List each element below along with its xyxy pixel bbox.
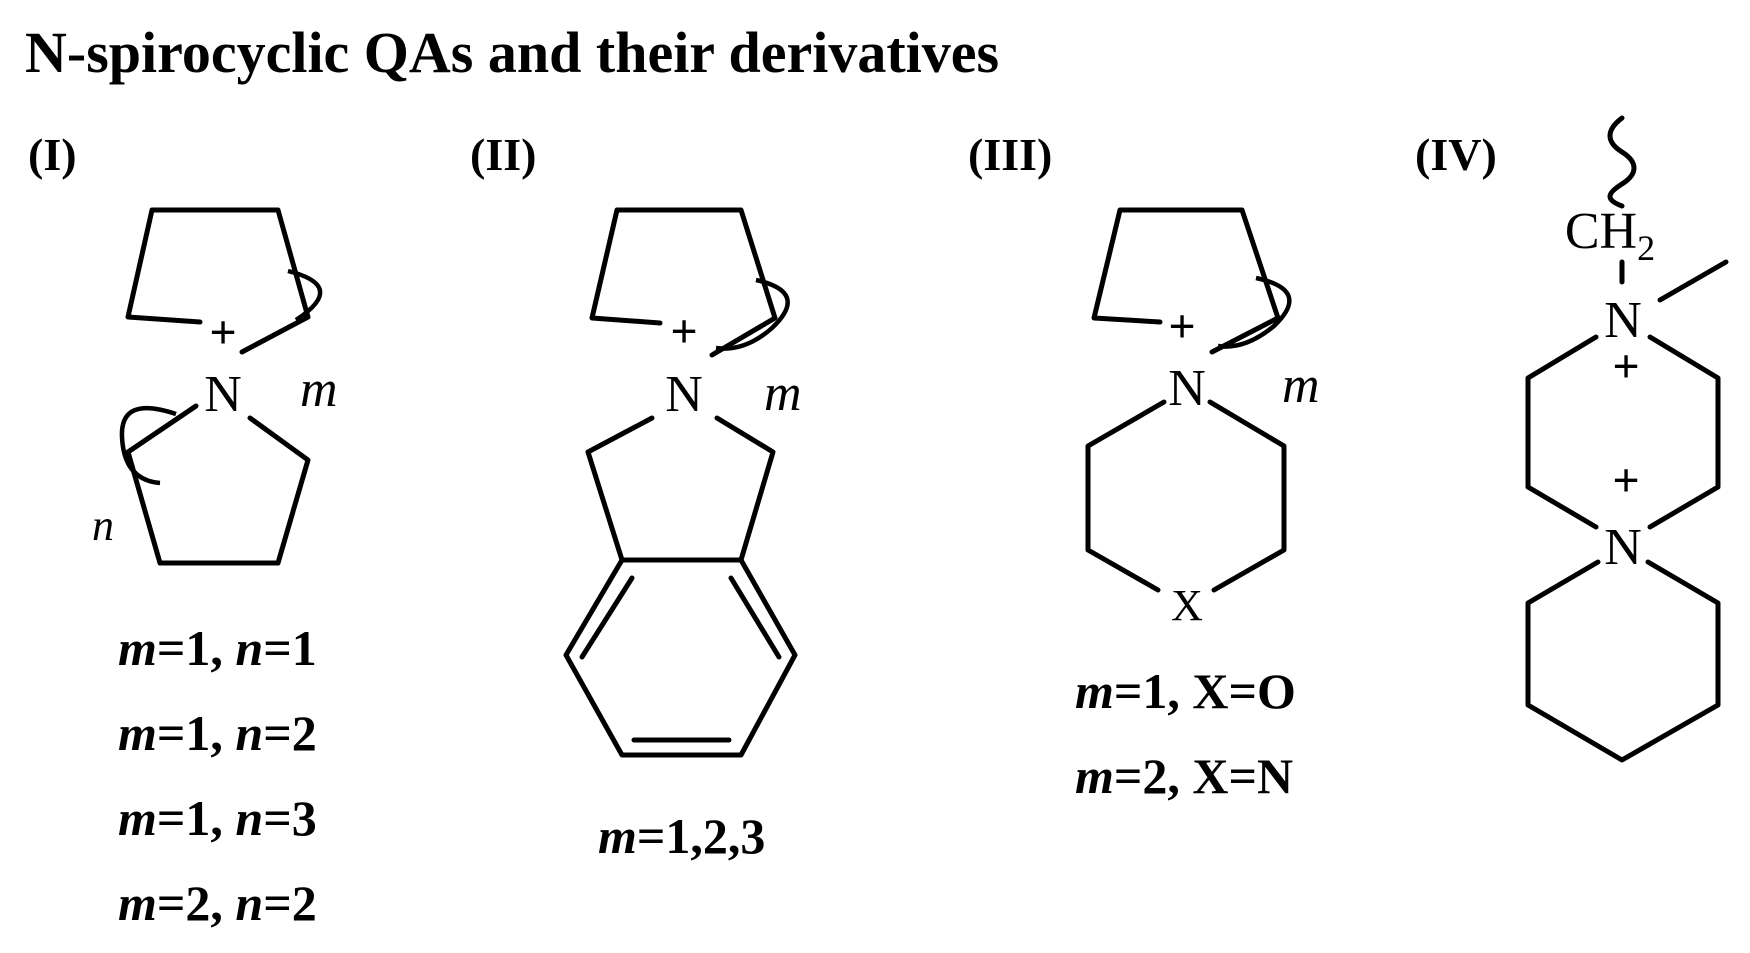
bracket-m-III [1217,275,1292,349]
charge-II: + [670,305,697,358]
ring-IV-bottom [1525,559,1721,763]
charge-I: + [209,306,236,359]
bracket-m-II [715,277,790,351]
condition-II: m=1,2,3 [598,808,765,864]
ring-III-bottom-left [1085,399,1167,593]
structure-I: (I) N + m n m=1, n=1 m=1, n=2 m=1, n=3 m… [28,129,338,931]
panel-label-I: (I) [28,129,77,180]
charge-III: + [1168,300,1195,353]
ring-IV-middle-right [1647,334,1721,530]
hetero-atom-X: X [1171,581,1203,630]
nitrogen-I: N [204,366,242,423]
ring-I-bottom [125,403,311,566]
methyl-bond [1657,259,1729,303]
nitrogen-II: N [665,366,703,423]
index-m-I: m [300,361,338,418]
benzene-ring-II [563,557,798,758]
ring-IV-middle-left [1525,334,1599,530]
double-bond-II-1 [579,575,635,660]
nitrogen-IV-top: N [1604,292,1642,349]
wavy-bond-icon [1607,115,1637,209]
condition-I-3: m=1, n=3 [118,790,317,846]
panel-label-III: (III) [968,129,1052,180]
charge-IV-bottom: + [1612,454,1639,507]
index-m-II: m [764,365,802,422]
index-n-I: n [92,501,114,550]
ring-III-bottom-right [1207,399,1287,593]
structure-IV: (IV) CH2 N + + N [1415,115,1729,763]
figure-title: N-spirocyclic QAs and their derivatives [25,20,999,85]
structure-II: (II) N + m m=1,2,3 [470,129,802,864]
condition-I-2: m=1, n=2 [118,705,317,761]
bond-II-right [714,415,776,563]
condition-III-2: m=2, X=N [1075,748,1293,804]
bracket-m-I [287,268,323,322]
nitrogen-III: N [1168,360,1206,417]
nitrogen-IV-bottom: N [1604,519,1642,576]
panel-label-II: (II) [470,129,536,180]
double-bond-II-2 [728,575,782,660]
ring-II-top [589,207,778,358]
charge-IV-top: + [1612,340,1639,393]
structure-III: (III) N + m X m=1, X=O m=2, X=N [968,129,1320,804]
methylene-group: CH2 [1565,203,1655,268]
ring-III-top [1091,207,1281,355]
condition-I-4: m=2, n=2 [118,875,317,931]
bracket-n-I [119,405,177,486]
condition-III-1: m=1, X=O [1075,663,1296,719]
condition-I-1: m=1, n=1 [118,620,317,676]
ring-I-top [125,207,311,355]
panel-label-IV: (IV) [1415,129,1497,180]
bond-II-left [585,415,655,563]
index-m-III: m [1282,357,1320,414]
